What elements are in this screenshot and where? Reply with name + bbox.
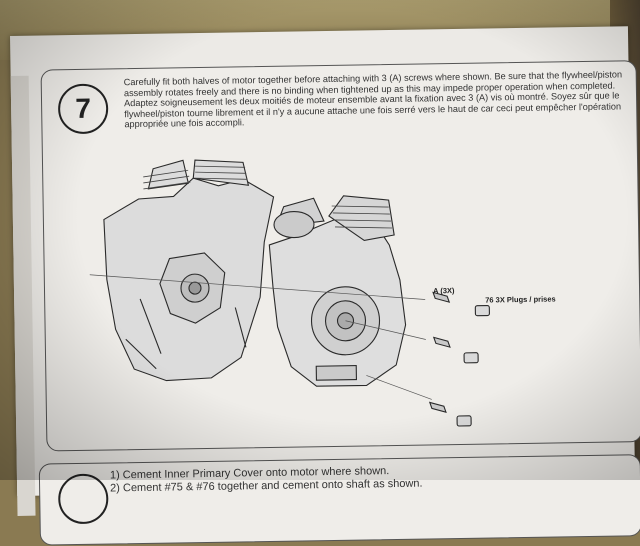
plug-label: 76 3X Plugs / prises (485, 294, 556, 305)
right-cylinder-fins (331, 205, 393, 229)
right-engine-half (268, 195, 407, 387)
next-step-text: 1) Cement Inner Primary Cover onto motor… (110, 465, 423, 496)
left-engine-half (103, 159, 275, 382)
screw-label: A (3X) (432, 286, 455, 296)
step-7-panel: 7 Carefully fit both halves of motor tog… (40, 60, 640, 452)
left-cylinder-fins (143, 165, 248, 190)
instruction-manual-page: 7 Carefully fit both halves of motor tog… (10, 26, 640, 546)
screw-a-icons (428, 291, 451, 414)
alignment-lines (89, 274, 432, 400)
plug-76-icons (456, 304, 490, 427)
page-fold (10, 75, 36, 516)
next-step-number (57, 473, 109, 525)
engine-assembly-drawing (89, 159, 490, 427)
next-step-panel: 1) Cement Inner Primary Cover onto motor… (38, 454, 640, 546)
